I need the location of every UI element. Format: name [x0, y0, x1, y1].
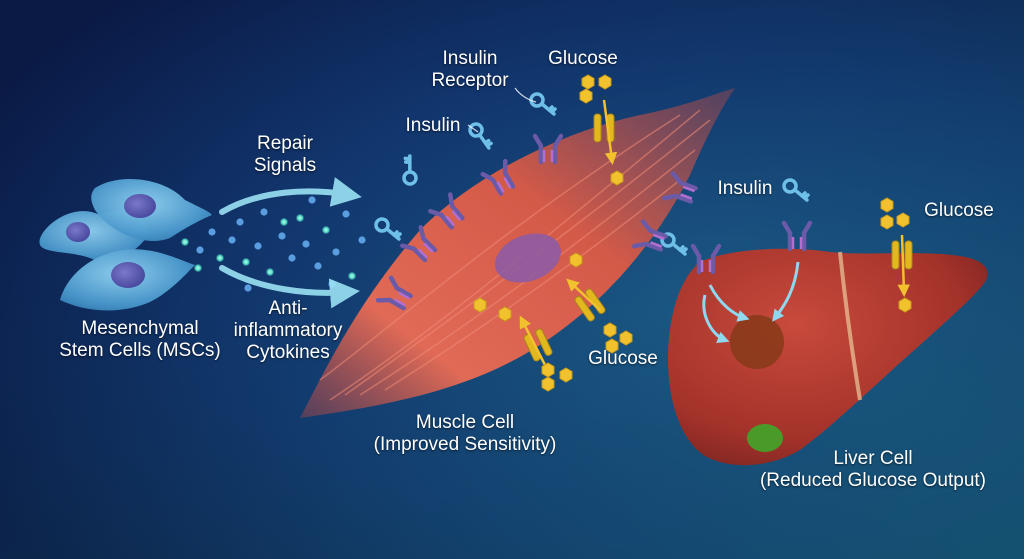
secreted-factor-dot [254, 242, 262, 250]
liver-signal-arrow [708, 284, 750, 322]
liver-label-line: (Reduced Glucose Output) [759, 470, 986, 491]
receptor-label-line: Receptor [431, 70, 509, 91]
stem-cell-nucleus [66, 222, 90, 242]
secreted-factor-dot [244, 284, 252, 292]
secreted-factor-dot [241, 257, 251, 267]
secreted-factor-dot [260, 208, 268, 216]
glucose-molecule-icon [898, 297, 912, 313]
secreted-factor-dot [180, 237, 190, 247]
msc-label-line: Mesenchymal [81, 318, 199, 339]
glucose-molecule-icon [581, 74, 595, 90]
msc-label-line: Stem Cells (MSCs) [59, 340, 221, 361]
secreted-factor-dot [193, 263, 203, 273]
cytokine-label-line: Cytokines [246, 342, 330, 363]
glucose-label-right: Glucose [924, 200, 994, 221]
liver-cell-label: Liver Cell (Reduced Glucose Output) [748, 448, 998, 492]
glucose-molecule-icon [880, 214, 894, 230]
secreted-factor-dot [321, 225, 331, 235]
muscle-label-line: Muscle Cell [415, 412, 515, 433]
secreted-factor-dot [215, 253, 225, 263]
secreted-factor-dot [278, 232, 286, 240]
glucose-molecule-icon [610, 170, 624, 186]
cytokine-arrow [219, 265, 360, 309]
cytokine-label-line: inflammatory [233, 320, 343, 341]
liver-nucleus [730, 315, 784, 369]
repair-label-line: Signals [253, 155, 317, 176]
secreted-factor-dot [279, 217, 289, 227]
glucose-molecule-icon [473, 297, 487, 313]
liver-signal-arrow [772, 261, 800, 322]
repair-label-line: Repair [257, 133, 313, 154]
glucose-molecule-icon [603, 322, 617, 338]
stem-cell-nucleus [124, 194, 156, 218]
secreted-factor-dot [308, 196, 316, 204]
secreted-factor-dot [342, 210, 350, 218]
leader-line [514, 87, 537, 103]
leader-line [467, 124, 479, 133]
glucose-molecule-icon [619, 330, 633, 346]
muscle-cell-label: Muscle Cell (Improved Sensitivity) [360, 412, 570, 456]
glucose-label-top: Glucose [548, 48, 618, 69]
repair-signal-arrow [219, 177, 362, 215]
secreted-factors [180, 196, 366, 292]
liver-label-line: Liver Cell [833, 448, 913, 469]
secreted-factor-dot [314, 262, 322, 270]
secreted-factor-dot [332, 248, 340, 256]
stem-cell-cluster [39, 178, 212, 311]
secreted-factor-dot [302, 240, 310, 248]
muscle-nucleus [495, 233, 561, 283]
gallbladder [747, 424, 783, 452]
msc-label: Mesenchymal Stem Cells (MSCs) [40, 318, 240, 362]
secreted-factor-dot [196, 246, 204, 254]
glucose-flow-arrow [602, 99, 618, 165]
repair-signals-label: Repair Signals [240, 133, 330, 177]
glucose-molecule-icon [896, 212, 910, 228]
secreted-factor-dot [328, 280, 336, 288]
insulin-receptor-label: Insulin Receptor [420, 48, 520, 92]
liver-ligament [838, 251, 862, 401]
secreted-factor-dot [347, 271, 357, 281]
glucose-molecule-icon [541, 376, 555, 392]
glucose-molecule-icon [880, 197, 894, 213]
muscle-cell [300, 88, 735, 418]
secreted-factor-dot [288, 254, 296, 262]
cytokine-label-line: Anti- [268, 298, 308, 319]
secreted-factor-dot [208, 228, 216, 236]
glucose-molecule-icon [559, 367, 573, 383]
glucose-molecule-icon [579, 88, 593, 104]
insulin-label-left: Insulin [405, 115, 461, 136]
cytokines-label: Anti- inflammatory Cytokines [228, 298, 348, 364]
secreted-factor-dot [295, 213, 305, 223]
glucose-molecule-icon [569, 252, 583, 268]
glucose-flow-arrow [897, 234, 910, 297]
glucose-molecule-icon [541, 362, 555, 378]
stem-cell-nucleus [111, 262, 145, 288]
glucose-molecule-icon [598, 74, 612, 90]
glucose-flow-arrow [566, 278, 601, 311]
receptor-label-line: Insulin [442, 48, 498, 69]
liver-signal-arrow [702, 294, 730, 344]
insulin-label-right: Insulin [717, 178, 773, 199]
secreted-factor-dot [236, 218, 244, 226]
glucose-label-mid: Glucose [588, 348, 658, 369]
secreted-factor-dot [228, 236, 236, 244]
glucose-flow-arrow [519, 315, 547, 366]
muscle-label-line: (Improved Sensitivity) [373, 434, 557, 455]
glucose-molecule-icon [498, 306, 512, 322]
secreted-factor-dot [358, 236, 366, 244]
secreted-factor-dot [265, 267, 275, 277]
